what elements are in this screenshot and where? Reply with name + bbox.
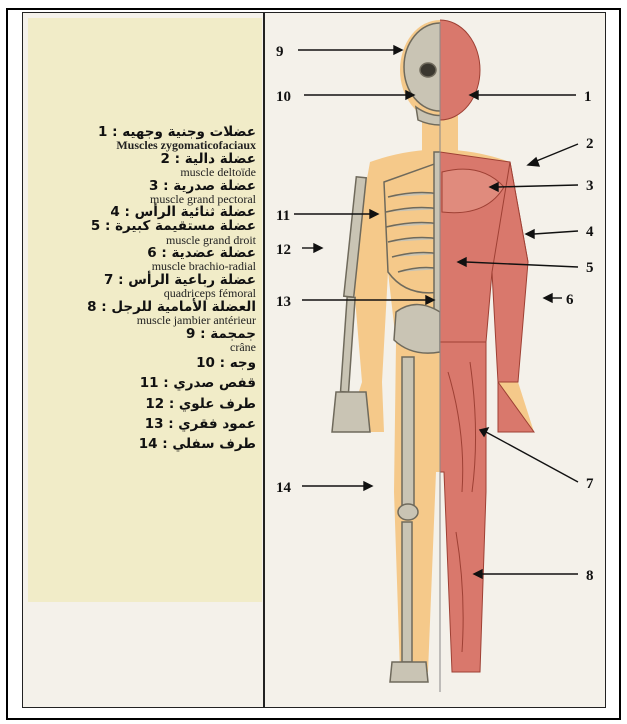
legend-item-9: 9 : جمجمة crâne [30, 327, 256, 354]
legend-french: muscle jambier antérieur [30, 314, 256, 327]
legend-arabic: 9 : جمجمة [30, 327, 256, 341]
label-4: 4 [586, 224, 594, 240]
legend-arabic: 1 : عضلات وجنية وجهيه [30, 125, 256, 139]
legend-item-10: 10 : وجه [30, 356, 256, 370]
legend-arabic: 11 : قفص صدري [30, 376, 256, 390]
legend-arabic: 4 : عضلة ثنائية الرأس [30, 205, 256, 219]
legend-item-1: 1 : عضلات وجنية وجهيه Muscles zygomatico… [30, 125, 256, 152]
legend-arabic: 14 : طرف سفلي [30, 437, 256, 451]
anatomy-illustration: 9 10 1 2 3 4 5 6 11 12 13 7 14 8 [266, 12, 606, 708]
legend-french: Muscles zygomaticofaciaux [30, 139, 256, 152]
label-12: 12 [276, 242, 291, 258]
legend-item-7: 7 : عضلة رباعية الرأس quadriceps fémoral [30, 273, 256, 300]
label-6: 6 [566, 292, 574, 308]
anatomy-figure: 9 10 1 2 3 4 5 6 11 12 13 7 14 8 [266, 12, 606, 708]
legend-french: quadriceps fémoral [30, 287, 256, 300]
legend-arabic: 5 : عضلة مستقيمة كبيرة [30, 219, 256, 233]
label-11: 11 [276, 208, 290, 224]
label-5: 5 [586, 260, 594, 276]
legend-item-5: 5 : عضلة مستقيمة كبيرة muscle grand droi… [30, 219, 256, 246]
legend-french: crâne [30, 341, 256, 354]
legend-item-11: 11 : قفص صدري [30, 376, 256, 390]
label-1: 1 [584, 89, 592, 105]
label-7: 7 [586, 476, 594, 492]
legend-item-8: 8 : العضلة الأمامية للرجل muscle jambier… [30, 300, 256, 327]
legend-arabic: 12 : طرف علوي [30, 397, 256, 411]
legend-arabic: 10 : وجه [30, 356, 256, 370]
label-8: 8 [586, 568, 594, 584]
label-9: 9 [276, 44, 284, 60]
legend-arabic: 3 : عضلة صدرية [30, 179, 256, 193]
legend-item-14: 14 : طرف سفلي [30, 437, 256, 451]
label-2: 2 [586, 136, 594, 152]
legend-list: 1 : عضلات وجنية وجهيه Muscles zygomatico… [30, 125, 256, 451]
label-14: 14 [276, 480, 292, 496]
legend-arabic: 13 : عمود فقري [30, 417, 256, 431]
legend-french: muscle deltoïde [30, 166, 256, 179]
legend-arabic: 6 : عضلة عضدية [30, 246, 256, 260]
legend-arabic: 8 : العضلة الأمامية للرجل [30, 300, 256, 314]
legend-item-4: 4 : عضلة ثنائية الرأس [30, 205, 256, 219]
legend-item-12: 12 : طرف علوي [30, 397, 256, 411]
label-10: 10 [276, 89, 291, 105]
panel-divider [263, 12, 265, 708]
label-13: 13 [276, 294, 291, 310]
legend-item-13: 13 : عمود فقري [30, 417, 256, 431]
legend-item-6: 6 : عضلة عضدية muscle brachio-radial [30, 246, 256, 273]
label-3: 3 [586, 178, 594, 194]
legend-item-2: 2 : عضلة دالية muscle deltoïde [30, 152, 256, 179]
legend-arabic: 7 : عضلة رباعية الرأس [30, 273, 256, 287]
legend-item-3: 3 : عضلة صدرية muscle grand pectoral [30, 179, 256, 206]
legend-arabic: 2 : عضلة دالية [30, 152, 256, 166]
